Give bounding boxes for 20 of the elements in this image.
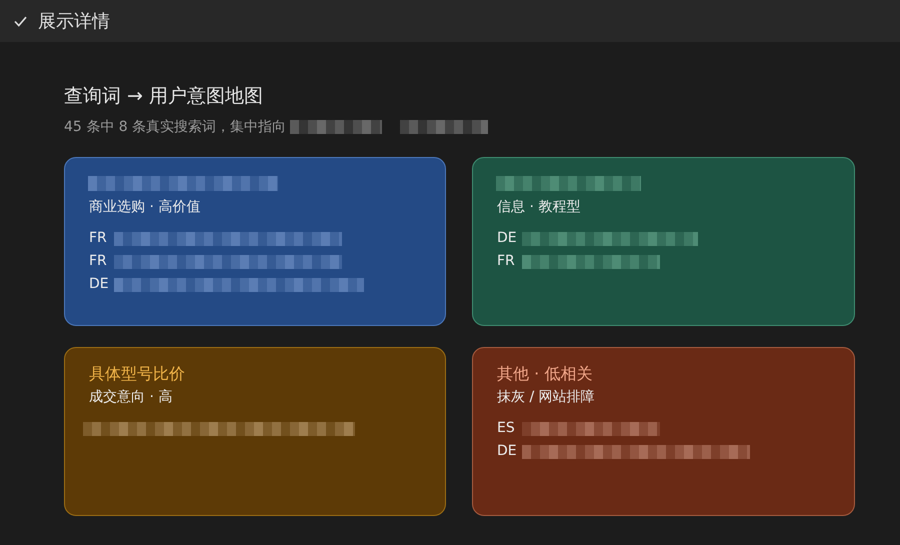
country-code: FR — [497, 252, 516, 271]
subtitle: 45 条中 8 条真实搜索词，集中指向 — [64, 117, 488, 137]
intent-card — [64, 347, 446, 516]
card-subtitle: 信息 · 教程型 — [497, 198, 580, 217]
country-code: DE — [497, 229, 518, 248]
card-heading: 其他 · 低相关 — [497, 363, 592, 385]
card-subtitle: 抹灰 / 网站排障 — [497, 388, 595, 407]
intent-card — [64, 157, 446, 326]
country-code: FR — [89, 229, 108, 248]
country-code: DE — [89, 275, 110, 294]
title: 查询词 → 用户意图地图 — [64, 84, 263, 108]
card-heading: 具体型号比价 — [89, 363, 185, 385]
intent-card — [472, 347, 855, 516]
country-code: ES — [497, 419, 516, 438]
card-subtitle: 商业选购 · 高价值 — [89, 198, 200, 217]
country-code: DE — [497, 442, 518, 461]
country-code: FR — [89, 252, 108, 271]
intent-card — [472, 157, 855, 326]
card-subtitle: 成交意向 · 高 — [89, 388, 172, 407]
header-label: 展示详情 — [38, 10, 110, 34]
